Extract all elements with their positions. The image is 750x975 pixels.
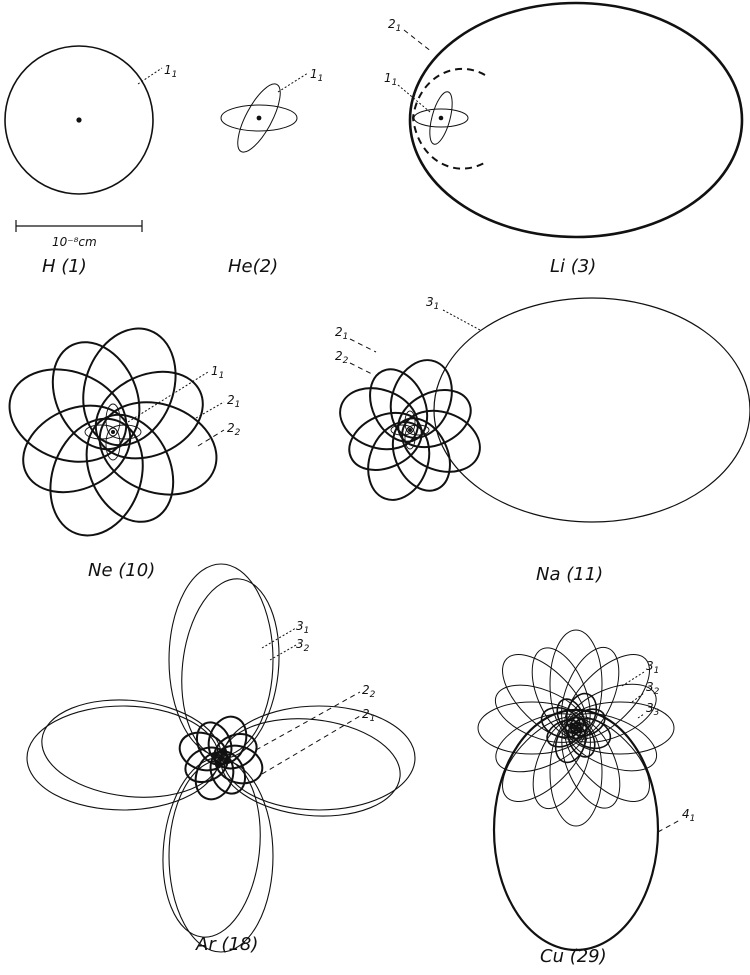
ne-caption: Ne (10) [88, 560, 155, 581]
li-leader-2-1 [404, 30, 432, 52]
li-orbit-2-1 [410, 3, 742, 237]
li-caption: Li (3) [550, 256, 596, 277]
na-leader-2-2 [350, 363, 372, 374]
he-caption: He(2) [228, 256, 278, 277]
na-label-2-1: 21 [335, 325, 348, 342]
li-orbit-2-1-dashed-arc [413, 69, 486, 169]
panel-ne: 11 21 22 Ne (10) [0, 315, 241, 581]
na-label-3-1: 31 [426, 295, 439, 312]
ne-label-1-1: 11 [211, 364, 224, 381]
panel-ar: 31 32 22 21 Ar (18) [27, 564, 415, 955]
na-label-2-2: 22 [335, 349, 349, 366]
h-nucleus [76, 117, 81, 122]
panel-he: 11 He(2) [221, 67, 323, 277]
ne-nucleus [111, 430, 115, 434]
h-caption: H (1) [42, 256, 87, 277]
li-label-2-1: 21 [388, 17, 401, 34]
scale-bar-label: 10⁻⁸cm [52, 235, 97, 249]
he-nucleus [257, 116, 262, 121]
cu-label-3-3: 33 [646, 701, 660, 718]
ne-label-2-1: 21 [227, 393, 240, 410]
h-label-1-1: 11 [164, 63, 177, 80]
cu-label-4-1: 41 [682, 807, 695, 824]
cu-leader-3-3 [638, 714, 644, 718]
na-nucleus [408, 428, 412, 432]
na-leader-2-1 [350, 339, 376, 352]
cu-nucleus [574, 726, 578, 730]
li-label-1-1: 11 [384, 71, 397, 88]
ar-label-2-2: 22 [362, 683, 376, 700]
ar-label-2-1: 21 [362, 707, 375, 724]
panel-na: 31 21 22 Na (11) [331, 295, 750, 585]
h-leader-1-1 [138, 68, 162, 84]
li-nucleus [439, 116, 444, 121]
na-leader-3-1 [443, 310, 480, 330]
ar-label-3-2: 32 [296, 637, 310, 654]
panel-cu: 31 32 33 41 Cu (29) [478, 630, 695, 967]
cu-label-3-1: 31 [646, 659, 659, 676]
ne-label-2-2: 22 [227, 421, 241, 438]
ar-caption: Ar (18) [195, 934, 258, 955]
cu-orbit-4-1 [494, 710, 658, 950]
ne-leader-2-1 [196, 402, 224, 418]
ar-nucleus [219, 756, 223, 760]
panel-li: 21 11 Li (3) [384, 3, 742, 277]
cu-caption: Cu (29) [540, 946, 607, 967]
cu-label-3-2: 32 [646, 680, 660, 697]
scale-bar [16, 220, 142, 232]
panel-h: 11 10⁻⁸cm H (1) [5, 46, 177, 277]
ar-leader-2-1 [262, 716, 360, 774]
ar-label-3-1: 31 [296, 619, 309, 636]
he-leader-1-1 [278, 73, 308, 92]
na-caption: Na (11) [536, 564, 603, 585]
cu-leader-4-1 [658, 820, 680, 832]
he-label-1-1: 11 [310, 67, 323, 84]
na-orbit-3-1 [434, 298, 750, 522]
ar-leader-3-2 [270, 645, 296, 660]
